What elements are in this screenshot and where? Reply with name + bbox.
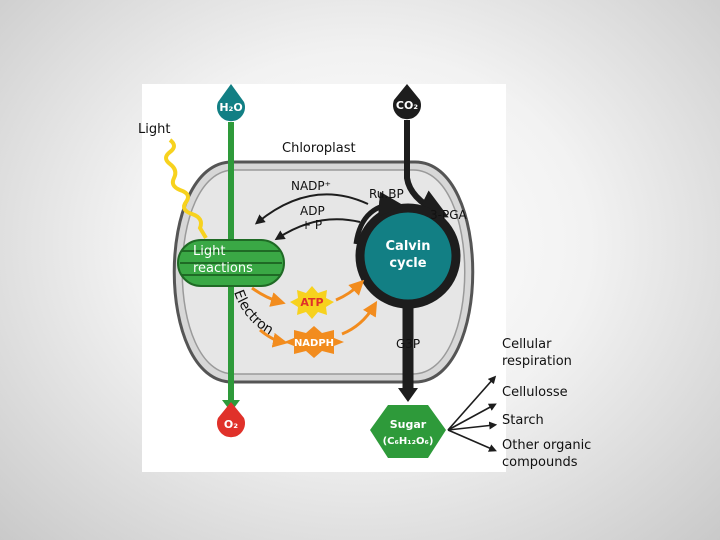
output-arrows xyxy=(447,375,498,452)
g3p-arrowhead xyxy=(398,388,418,402)
rubp-arc xyxy=(353,191,404,245)
nadph-label: NADPH xyxy=(294,338,334,349)
light-reactions-label-1: Light xyxy=(193,244,225,259)
h2o-label: H₂O xyxy=(219,101,242,114)
nadp-return-arrow xyxy=(254,193,369,225)
chloroplast-label: Chloroplast xyxy=(282,141,356,156)
output-starch: Starch xyxy=(502,413,544,428)
light-reactions-label-2: reactions xyxy=(193,261,253,276)
output-cellular-respiration: Cellular respiration xyxy=(502,337,572,369)
rubp-label: Ru.BP xyxy=(369,187,404,201)
electrons-to-atp-arrow xyxy=(251,286,286,307)
atp-to-calvin-arrow xyxy=(335,279,365,302)
nadph-burst: NADPH xyxy=(284,326,344,358)
co2-drop: CO₂ xyxy=(393,84,421,120)
atp-label: ATP xyxy=(300,296,323,309)
o2-label: O₂ xyxy=(224,418,238,431)
co2-entry-arrow xyxy=(404,120,449,218)
sugar-label-1: Sugar xyxy=(390,418,427,431)
light-ray xyxy=(164,138,208,240)
adp-label-1: ADP xyxy=(300,204,325,218)
output-other-organic: Other organic compounds xyxy=(502,438,592,470)
output-cellulose: Cellulosse xyxy=(502,385,568,400)
thylakoid-stack xyxy=(177,239,285,287)
sugar-label-2: (C₆H₁₂O₆) xyxy=(383,436,434,447)
calvin-label-2: cycle xyxy=(389,256,426,271)
atp-burst: ATP xyxy=(290,286,334,319)
calvin-label-1: Calvin xyxy=(386,239,431,254)
o2-drop: O₂ xyxy=(216,402,246,438)
adp-return-arrow xyxy=(274,218,361,241)
adp-label-2: + P xyxy=(301,218,322,232)
light-label: Light xyxy=(138,122,170,137)
h2o-drop: H₂O xyxy=(217,84,246,122)
3-pga-label: 3-PGA xyxy=(430,208,468,222)
g3p-label: G3P xyxy=(396,337,420,351)
co2-label: CO₂ xyxy=(396,99,418,112)
nadph-to-calvin-arrow xyxy=(341,300,378,336)
nadp-plus-label: NADP⁺ xyxy=(291,179,331,193)
electrons-to-nadph-arrow xyxy=(259,328,288,348)
sugar-hexagon: Sugar (C₆H₁₂O₆) xyxy=(370,405,446,458)
